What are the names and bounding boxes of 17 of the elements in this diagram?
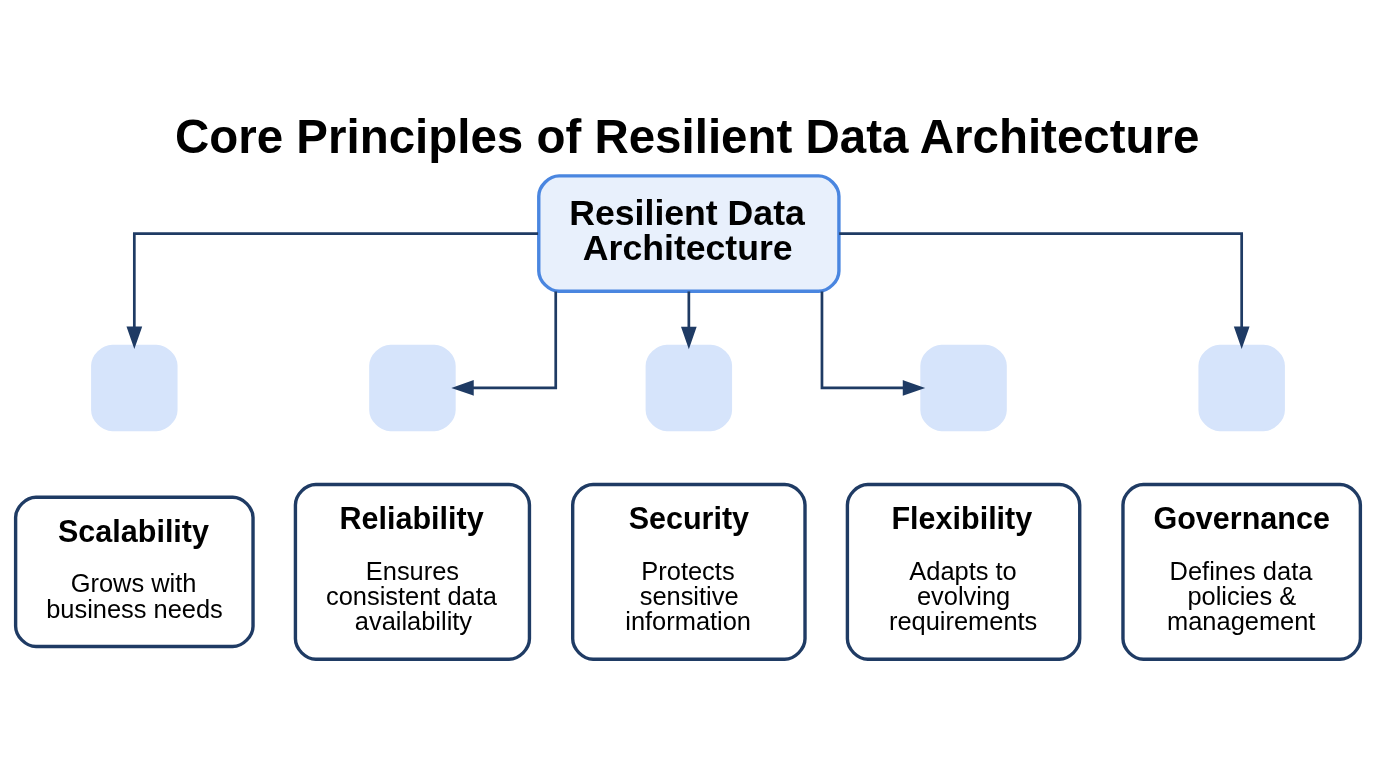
arrow [839,231,1250,349]
arrow [820,290,926,396]
node-box: Resilient Data Architecture [537,173,841,293]
node-box [91,344,178,431]
arrow [451,290,558,396]
arrow [681,290,697,349]
node-box [1198,344,1285,431]
node-box: Governance Defines data policies & management [1121,482,1363,661]
arrow [126,231,539,349]
node-box [645,344,733,431]
node-box [369,344,456,431]
node-box: Reliability Ensures consistent data availability [293,482,532,661]
node-box [920,344,1007,431]
node-box: Security Protects sensitive information [571,482,807,661]
node-box: Scalability Grows with business needs [13,495,255,648]
diagram-title: Core Principles of Resilient Data Architecture [175,109,1200,163]
node-box: Flexibility Adapts to evolving requirements [845,482,1082,661]
